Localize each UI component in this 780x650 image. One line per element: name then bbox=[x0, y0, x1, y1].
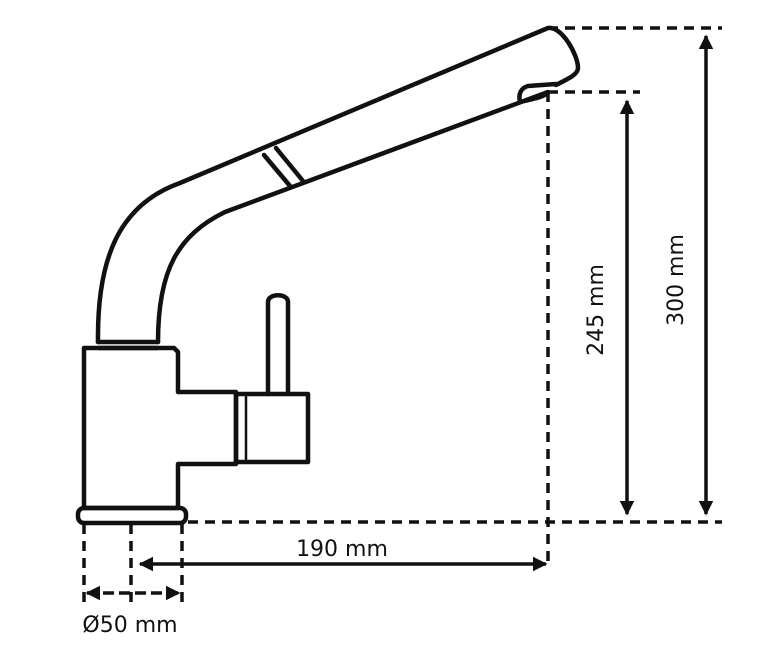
total-height-label: 300 mm bbox=[664, 234, 689, 326]
spout-inner-edge bbox=[155, 89, 551, 345]
lever-housing bbox=[233, 391, 311, 465]
spout-outer-edge bbox=[95, 25, 581, 345]
lever-handle bbox=[265, 293, 291, 397]
base-flange bbox=[75, 505, 189, 526]
spout-collar bbox=[261, 145, 306, 189]
faucet-outline bbox=[75, 25, 581, 526]
base-diameter-label: Ø50 mm bbox=[82, 613, 177, 638]
spout-height-label: 245 mm bbox=[584, 264, 609, 356]
spout-nozzle bbox=[517, 81, 559, 105]
dimension-arrows bbox=[85, 34, 714, 601]
reach-label: 190 mm bbox=[296, 537, 388, 562]
faucet-body bbox=[81, 345, 239, 511]
